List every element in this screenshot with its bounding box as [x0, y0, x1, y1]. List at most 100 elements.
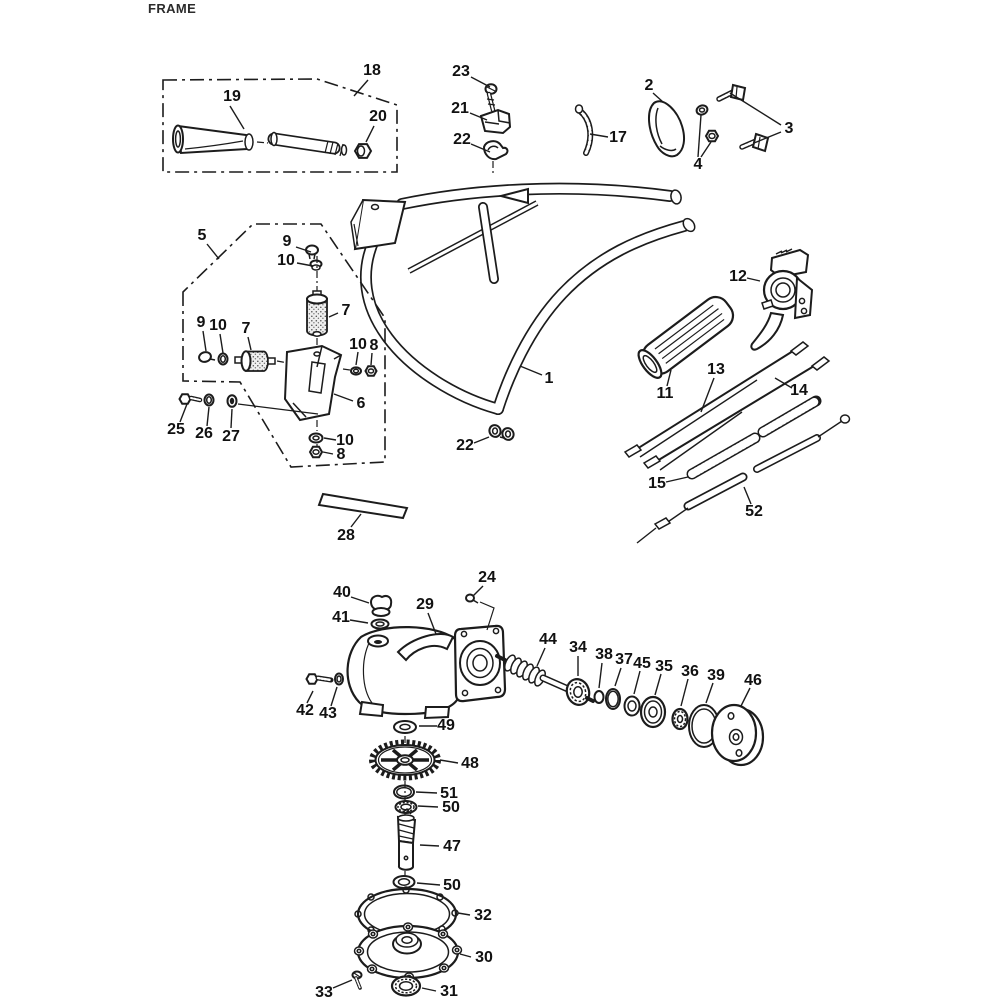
- part-label-45: 45: [633, 655, 651, 672]
- part-label-5: 5: [197, 227, 207, 244]
- screw-part-33: [351, 970, 363, 990]
- washer-part-10-top: [309, 259, 323, 271]
- handle-grip-part-11: [637, 295, 735, 379]
- washer-part-10-left: [217, 352, 229, 366]
- part-label-18: 18: [363, 62, 381, 79]
- part-label-22: 22: [456, 437, 474, 454]
- part-label-35: 35: [655, 658, 673, 675]
- part-label-10: 10: [336, 432, 354, 449]
- part-label-23: 23: [452, 63, 470, 80]
- part-label-52: 52: [745, 503, 763, 520]
- part-label-36: 36: [681, 663, 699, 680]
- worm-shaft-part-44: [495, 654, 572, 693]
- part-label-51: 51: [440, 785, 458, 802]
- o-ring-part-37: [605, 688, 621, 710]
- part-label-20: 20: [369, 108, 387, 125]
- pinion-shaft-part-47: [396, 807, 417, 871]
- part-label-10: 10: [349, 336, 367, 353]
- part-label-41: 41: [332, 609, 350, 626]
- drum-part-46: [710, 703, 765, 767]
- bolt-part-42: [305, 673, 334, 685]
- part-label-47: 47: [443, 838, 461, 855]
- part-label-7: 7: [241, 320, 251, 337]
- part-label-15: 15: [648, 475, 666, 492]
- washer-part-10-mid: [350, 366, 362, 376]
- screw-part-9-top: [305, 244, 319, 260]
- clamp-half-part-22: [482, 140, 509, 173]
- part-label-24: 24: [478, 569, 496, 586]
- bearing-part-34: [565, 678, 595, 706]
- part-label-26: 26: [195, 425, 213, 442]
- alignment-line: [237, 403, 319, 415]
- bolt-part-23: [484, 83, 498, 113]
- assembly-boundary-18: [162, 78, 398, 173]
- bolt-part-3a: [716, 83, 747, 102]
- washer-part-26: [203, 393, 215, 407]
- spring-strip-part-17: [574, 104, 594, 156]
- bolt-part-3b: [739, 132, 770, 153]
- nut-part-4a: [695, 104, 709, 116]
- strip-part-28: [317, 492, 409, 520]
- part-label-37: 37: [615, 651, 633, 668]
- part-label-48: 48: [461, 755, 479, 772]
- cable-clip-part-22: [488, 424, 515, 441]
- hub-part-45: [623, 695, 641, 717]
- part-label-22: 22: [453, 131, 471, 148]
- part-label-9: 9: [282, 233, 292, 250]
- part-label-49: 49: [437, 717, 455, 734]
- bearing-part-31: [390, 975, 422, 997]
- filler-cap-part-40: [369, 594, 393, 617]
- part-label-2: 2: [644, 77, 654, 94]
- bearing-ring-part-50-lower: [392, 875, 416, 889]
- part-label-3: 3: [784, 120, 794, 137]
- cover-plate-part-30: [353, 922, 463, 982]
- nut-part-4b: [704, 129, 720, 143]
- part-label-32: 32: [474, 907, 492, 924]
- part-label-7: 7: [341, 302, 351, 319]
- nut-part-8-mid: [364, 365, 378, 377]
- part-label-4: 4: [693, 156, 703, 173]
- page-title: FRAME: [148, 1, 197, 16]
- part-label-27: 27: [222, 428, 240, 445]
- part-label-43: 43: [319, 705, 337, 722]
- part-label-46: 46: [744, 672, 762, 689]
- part-label-30: 30: [475, 949, 493, 966]
- part-label-21: 21: [451, 100, 469, 117]
- part-label-14: 14: [790, 382, 808, 399]
- throttle-cable-part-52: [636, 414, 851, 544]
- part-label-17: 17: [609, 129, 627, 146]
- assembly-boundary-5: [182, 223, 386, 468]
- part-label-29: 29: [416, 596, 434, 613]
- gear-case-part-29: [346, 624, 507, 720]
- part-label-1: 1: [544, 370, 554, 387]
- part-label-44: 44: [539, 631, 557, 648]
- part-label-8: 8: [336, 446, 346, 463]
- part-label-42: 42: [296, 702, 314, 719]
- washer-part-43: [334, 672, 344, 686]
- cover-part-2: [648, 100, 686, 158]
- part-label-28: 28: [337, 527, 355, 544]
- part-label-40: 40: [333, 584, 351, 601]
- frame-part-1: [350, 182, 696, 415]
- throttle-housing-part-12: [750, 248, 814, 351]
- clamp-bracket-part-21: [479, 108, 512, 135]
- washer-part-27: [226, 394, 238, 408]
- screw-part-9-left: [198, 351, 216, 363]
- part-label-19: 19: [223, 88, 241, 105]
- bearing-ring-part-50-upper: [394, 800, 418, 814]
- snap-ring-part-38: [593, 690, 605, 704]
- nut-part-20: [353, 143, 373, 159]
- part-label-8: 8: [369, 337, 379, 354]
- part-label-10: 10: [277, 252, 295, 269]
- part-label-33: 33: [315, 984, 333, 1000]
- nut-part-8-bottom: [308, 445, 324, 459]
- mount-bracket-part-6: [283, 344, 343, 422]
- part-label-10: 10: [209, 317, 227, 334]
- axis-line: [342, 368, 351, 371]
- part-label-38: 38: [595, 646, 613, 663]
- part-label-6: 6: [356, 395, 366, 412]
- rubber-mount-part-7-left: [234, 350, 289, 372]
- bearing-part-36: [671, 707, 689, 731]
